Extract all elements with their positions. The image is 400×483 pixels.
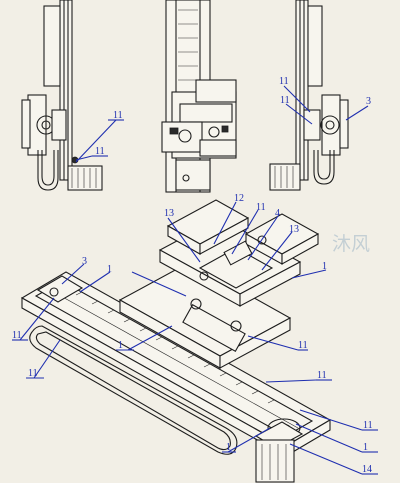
leader-line: [283, 85, 311, 113]
leader-line: [75, 119, 117, 163]
leader-line: [19, 297, 55, 341]
leader-line: [79, 271, 111, 293]
callout-label: 11: [113, 110, 123, 121]
leader-line: [127, 325, 173, 351]
callout-label: 1: [118, 340, 123, 351]
callout-label: 1: [363, 442, 368, 453]
side-view-left: [21, 0, 103, 191]
watermark-text: 沐风: [332, 233, 370, 255]
callout-label: 11: [95, 146, 105, 157]
leader-line: [247, 335, 299, 351]
leader-line: [213, 201, 237, 245]
leader-line: [299, 409, 363, 431]
callout-label: 3: [82, 256, 87, 267]
leader-line: [75, 155, 93, 161]
callout-label: 11: [363, 420, 373, 431]
callout-label: 11: [12, 330, 22, 341]
callout-label: 4: [275, 208, 280, 219]
leader-line: [61, 263, 85, 285]
leader-line: [345, 105, 369, 121]
rail-teeth: [59, 282, 275, 404]
leader-line: [265, 379, 317, 383]
leader-line: [247, 215, 279, 261]
callout-label: 1: [226, 442, 231, 453]
leader-line: [167, 217, 201, 263]
leader-line: [295, 423, 363, 453]
leader-line: [289, 443, 363, 475]
callout-label: 11: [256, 202, 266, 213]
side-view-right: [269, 0, 349, 191]
leader-line: [285, 103, 313, 125]
leader-line: [227, 427, 271, 453]
callout-label: 13: [164, 208, 174, 219]
callout-label: 13: [289, 224, 299, 235]
callout-label: 3: [366, 96, 371, 107]
leader-line: [131, 271, 187, 297]
callout-label: 1: [107, 264, 112, 275]
front-view-center: [161, 0, 237, 193]
callout-label: 11: [280, 95, 290, 106]
leader-line: [261, 231, 293, 271]
callout-label: 1: [322, 261, 327, 272]
callouts: 11 11 11 11 3 13 12 11 4 13 1 3 1 11: [12, 76, 378, 475]
leader-line: [33, 339, 61, 379]
leader-line: [231, 209, 259, 255]
callout-label: 11: [317, 370, 327, 381]
callout-label: 11: [279, 76, 289, 87]
callout-label: 11: [28, 368, 38, 379]
callout-label: 11: [298, 340, 308, 351]
callout-label: 14: [362, 464, 372, 475]
leader-line: [291, 269, 327, 279]
callout-label: 12: [234, 193, 244, 204]
